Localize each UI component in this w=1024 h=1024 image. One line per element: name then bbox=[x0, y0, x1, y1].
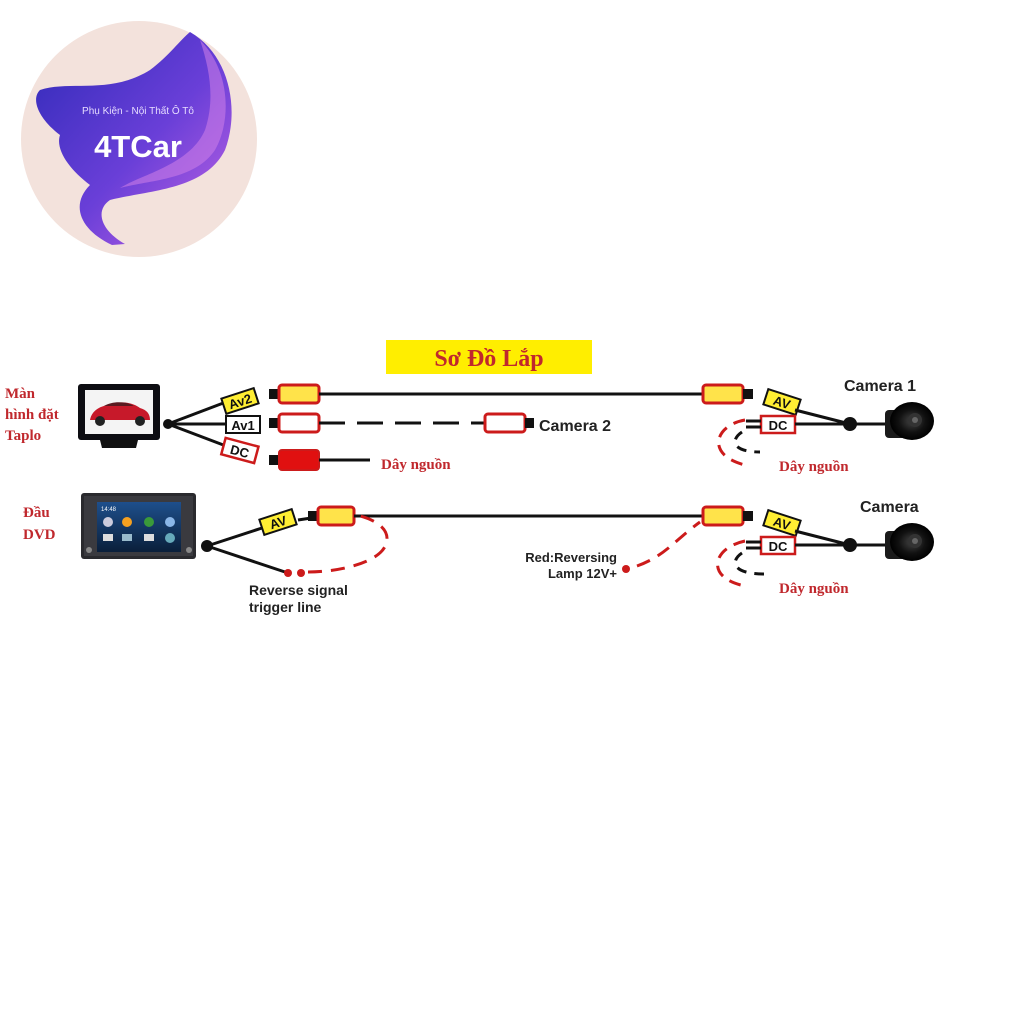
camera-power-label: Dây nguồn bbox=[779, 581, 849, 597]
logo-ribbon bbox=[36, 32, 232, 245]
dvd-av-connector bbox=[308, 505, 356, 527]
camera1-tag-av: AV bbox=[762, 387, 802, 417]
camera1-power-loop-black bbox=[733, 430, 761, 454]
lamp-label-line1: Red:Reversing bbox=[525, 550, 617, 565]
camera1-junction bbox=[843, 417, 857, 431]
camera-icon bbox=[885, 523, 934, 561]
row-dvd: Đầu DVD 14:48 A bbox=[23, 493, 934, 615]
svg-text:DC: DC bbox=[229, 442, 252, 462]
monitor-label: Màn hình đặt Taplo bbox=[5, 386, 59, 444]
tag-av1: Av1 bbox=[225, 415, 261, 434]
power-label-left: Dây nguồn bbox=[381, 457, 451, 473]
tag-dc: DC bbox=[219, 436, 261, 465]
trigger-label-line2: trigger line bbox=[249, 599, 322, 615]
camera2-connector bbox=[483, 412, 534, 434]
dvd-label-line1: Đầu bbox=[23, 505, 50, 521]
camera1-power-label: Dây nguồn bbox=[779, 459, 849, 475]
trigger-line-dashed bbox=[307, 514, 389, 574]
reversing-lamp-line-dashed bbox=[636, 520, 701, 568]
dvd-label-line2: DVD bbox=[23, 527, 56, 543]
tag-av2: Av2 bbox=[220, 386, 260, 416]
dvd-label: Đầu DVD bbox=[23, 505, 56, 543]
monitor-label-line2: hình đặt bbox=[5, 407, 59, 423]
svg-text:Av1: Av1 bbox=[231, 418, 254, 433]
camera1-harness bbox=[746, 408, 890, 429]
svg-text:DC: DC bbox=[769, 418, 788, 433]
reversing-lamp-dot bbox=[622, 565, 630, 573]
monitor-label-line3: Taplo bbox=[5, 428, 41, 444]
trigger-dot-2 bbox=[297, 569, 305, 577]
camera2-label: Camera 2 bbox=[539, 418, 611, 435]
monitor-harness bbox=[167, 400, 228, 448]
trigger-label-line1: Reverse signal bbox=[249, 582, 348, 598]
camera-power-loop-black bbox=[733, 551, 765, 576]
dvd-clock: 14:48 bbox=[101, 507, 117, 513]
svg-text:AV: AV bbox=[268, 513, 289, 533]
camera1-tag-dc: DC bbox=[759, 414, 797, 435]
camera-junction bbox=[843, 538, 857, 552]
camera1-av-connector bbox=[701, 383, 753, 405]
camera1-icon bbox=[885, 402, 934, 440]
rca-connector-av2 bbox=[269, 383, 321, 405]
logo-ribbon-highlight bbox=[120, 40, 226, 188]
camera-label: Camera bbox=[860, 499, 919, 516]
camera-tag-dc: DC bbox=[759, 535, 797, 556]
camera1-power-loop-red bbox=[717, 418, 746, 467]
svg-text:AV: AV bbox=[771, 393, 792, 413]
svg-text:DC: DC bbox=[769, 539, 788, 554]
brand-logo: Phụ Kiện - Nội Thất Ô Tô 4TCar bbox=[21, 21, 257, 257]
monitor-label-line1: Màn bbox=[5, 386, 36, 402]
harness-junction bbox=[163, 419, 173, 429]
dvd-tag-av: AV bbox=[258, 507, 298, 537]
svg-text:Av2: Av2 bbox=[227, 391, 254, 412]
camera-tag-av: AV bbox=[762, 508, 802, 538]
dvd-head-unit-icon: 14:48 bbox=[81, 493, 196, 559]
trigger-dot-1 bbox=[284, 569, 292, 577]
camera-harness bbox=[746, 529, 890, 550]
camera1-label: Camera 1 bbox=[844, 378, 916, 395]
rca-connector-dc bbox=[269, 449, 320, 471]
dashboard-monitor-icon bbox=[78, 384, 160, 448]
rca-connector-av1 bbox=[269, 412, 321, 434]
lamp-label-line2: Lamp 12V+ bbox=[548, 566, 617, 581]
camera-av-connector bbox=[701, 505, 753, 527]
title-background bbox=[386, 340, 592, 374]
camera-power-loop-red bbox=[716, 539, 746, 588]
svg-text:AV: AV bbox=[771, 514, 792, 534]
diagram-title-box: Sơ Đồ Lắp bbox=[386, 340, 592, 374]
diagram-title: Sơ Đồ Lắp bbox=[434, 346, 543, 372]
dvd-harness-junction bbox=[201, 540, 213, 552]
row-monitor: Màn hình đặt Taplo Av2 bbox=[5, 378, 934, 475]
logo-tagline: Phụ Kiện - Nội Thất Ô Tô bbox=[82, 104, 194, 117]
logo-brand: 4TCar bbox=[94, 129, 182, 164]
